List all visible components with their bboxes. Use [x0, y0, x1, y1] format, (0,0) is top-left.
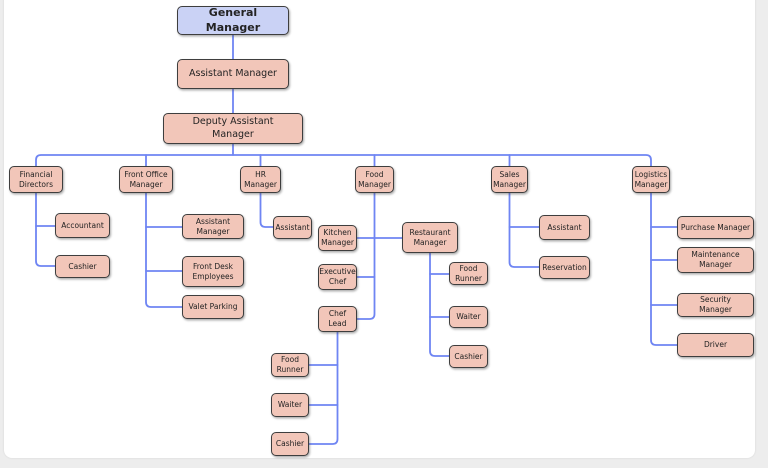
- org-node-general-manager[interactable]: General Manager: [177, 6, 289, 35]
- org-node-front-desk-employees[interactable]: Front Desk Employees: [182, 256, 244, 287]
- node-label: Reservation: [542, 262, 587, 272]
- node-label: Sales Manager: [493, 169, 526, 189]
- node-label: Kitchen Manager: [321, 228, 354, 247]
- node-label: Cashier: [454, 351, 483, 361]
- node-label: Waiter: [277, 400, 303, 410]
- org-node-hr-assistant[interactable]: Assistant: [273, 216, 312, 239]
- org-node-cl-cashier[interactable]: Cashier: [271, 432, 309, 456]
- node-label: HR Manager: [244, 169, 277, 189]
- org-node-finance-cashier[interactable]: Cashier: [55, 255, 110, 278]
- org-node-financial-directors[interactable]: Financial Directors: [9, 166, 63, 193]
- org-node-rm-waiter[interactable]: Waiter: [449, 306, 488, 328]
- node-label: Maintenance Manager: [691, 250, 740, 269]
- node-label: Waiter: [456, 312, 481, 322]
- org-node-deputy-assistant-manager[interactable]: Deputy Assistant Manager: [163, 113, 303, 144]
- node-label: Assistant: [275, 222, 310, 232]
- org-node-security-manager[interactable]: Security Manager: [677, 293, 754, 317]
- org-node-rm-cashier[interactable]: Cashier: [449, 345, 488, 368]
- org-node-food-manager[interactable]: Food Manager: [355, 166, 394, 193]
- org-node-fo-assistant-manager[interactable]: Assistant Manager: [182, 214, 244, 239]
- node-label: Executive Chef: [319, 267, 356, 286]
- org-node-reservation[interactable]: Reservation: [539, 256, 590, 279]
- node-label: Logistics Manager: [634, 169, 668, 189]
- node-label: Purchase Manager: [680, 222, 751, 232]
- node-label: Food Runner: [455, 263, 482, 283]
- org-node-valet-parking[interactable]: Valet Parking: [182, 295, 244, 319]
- node-label: Front Desk Employees: [192, 261, 234, 281]
- org-node-cl-food-runner[interactable]: Food Runner: [271, 353, 309, 377]
- org-node-kitchen-manager[interactable]: Kitchen Manager: [318, 225, 357, 251]
- org-node-rm-food-runner[interactable]: Food Runner: [449, 262, 488, 285]
- node-label: Deputy Assistant Manager: [192, 116, 274, 140]
- org-node-accountant[interactable]: Accountant: [55, 213, 110, 238]
- node-label: General Manager: [205, 6, 261, 34]
- node-label: Valet Parking: [188, 302, 238, 312]
- node-label: Assistant Manager: [189, 67, 277, 79]
- org-node-logistics-manager[interactable]: Logistics Manager: [632, 166, 670, 193]
- node-label: Financial Directors: [18, 169, 54, 189]
- diagram-canvas[interactable]: [4, 0, 755, 458]
- node-label: Accountant: [61, 220, 104, 230]
- org-node-front-office-manager[interactable]: Front Office Manager: [119, 166, 173, 193]
- node-label: Assistant: [547, 222, 582, 232]
- org-node-sales-assistant[interactable]: Assistant: [539, 215, 590, 240]
- node-label: Assistant Manager: [195, 216, 231, 236]
- node-label: Cashier: [68, 261, 97, 271]
- org-node-hr-manager[interactable]: HR Manager: [240, 166, 281, 193]
- org-node-executive-chef[interactable]: Executive Chef: [318, 264, 357, 290]
- org-node-maintenance-manager[interactable]: Maintenance Manager: [677, 247, 754, 273]
- node-label: Security Manager: [699, 295, 732, 314]
- org-node-restaurant-manager[interactable]: Restaurant Manager: [402, 222, 458, 253]
- node-label: Food Manager: [358, 169, 391, 189]
- org-node-assistant-manager[interactable]: Assistant Manager: [177, 59, 289, 89]
- org-node-cl-waiter[interactable]: Waiter: [271, 393, 309, 417]
- org-node-purchase-manager[interactable]: Purchase Manager: [677, 216, 754, 239]
- org-node-driver[interactable]: Driver: [677, 333, 754, 357]
- node-label: Front Office Manager: [124, 169, 168, 189]
- org-node-sales-manager[interactable]: Sales Manager: [491, 166, 528, 193]
- org-node-chef-lead[interactable]: Chef Lead: [318, 306, 357, 332]
- node-label: Restaurant Manager: [409, 227, 451, 247]
- node-label: Food Runner: [276, 355, 304, 374]
- node-label: Cashier: [275, 439, 305, 449]
- node-label: Driver: [703, 340, 728, 350]
- node-label: Chef Lead: [328, 309, 347, 328]
